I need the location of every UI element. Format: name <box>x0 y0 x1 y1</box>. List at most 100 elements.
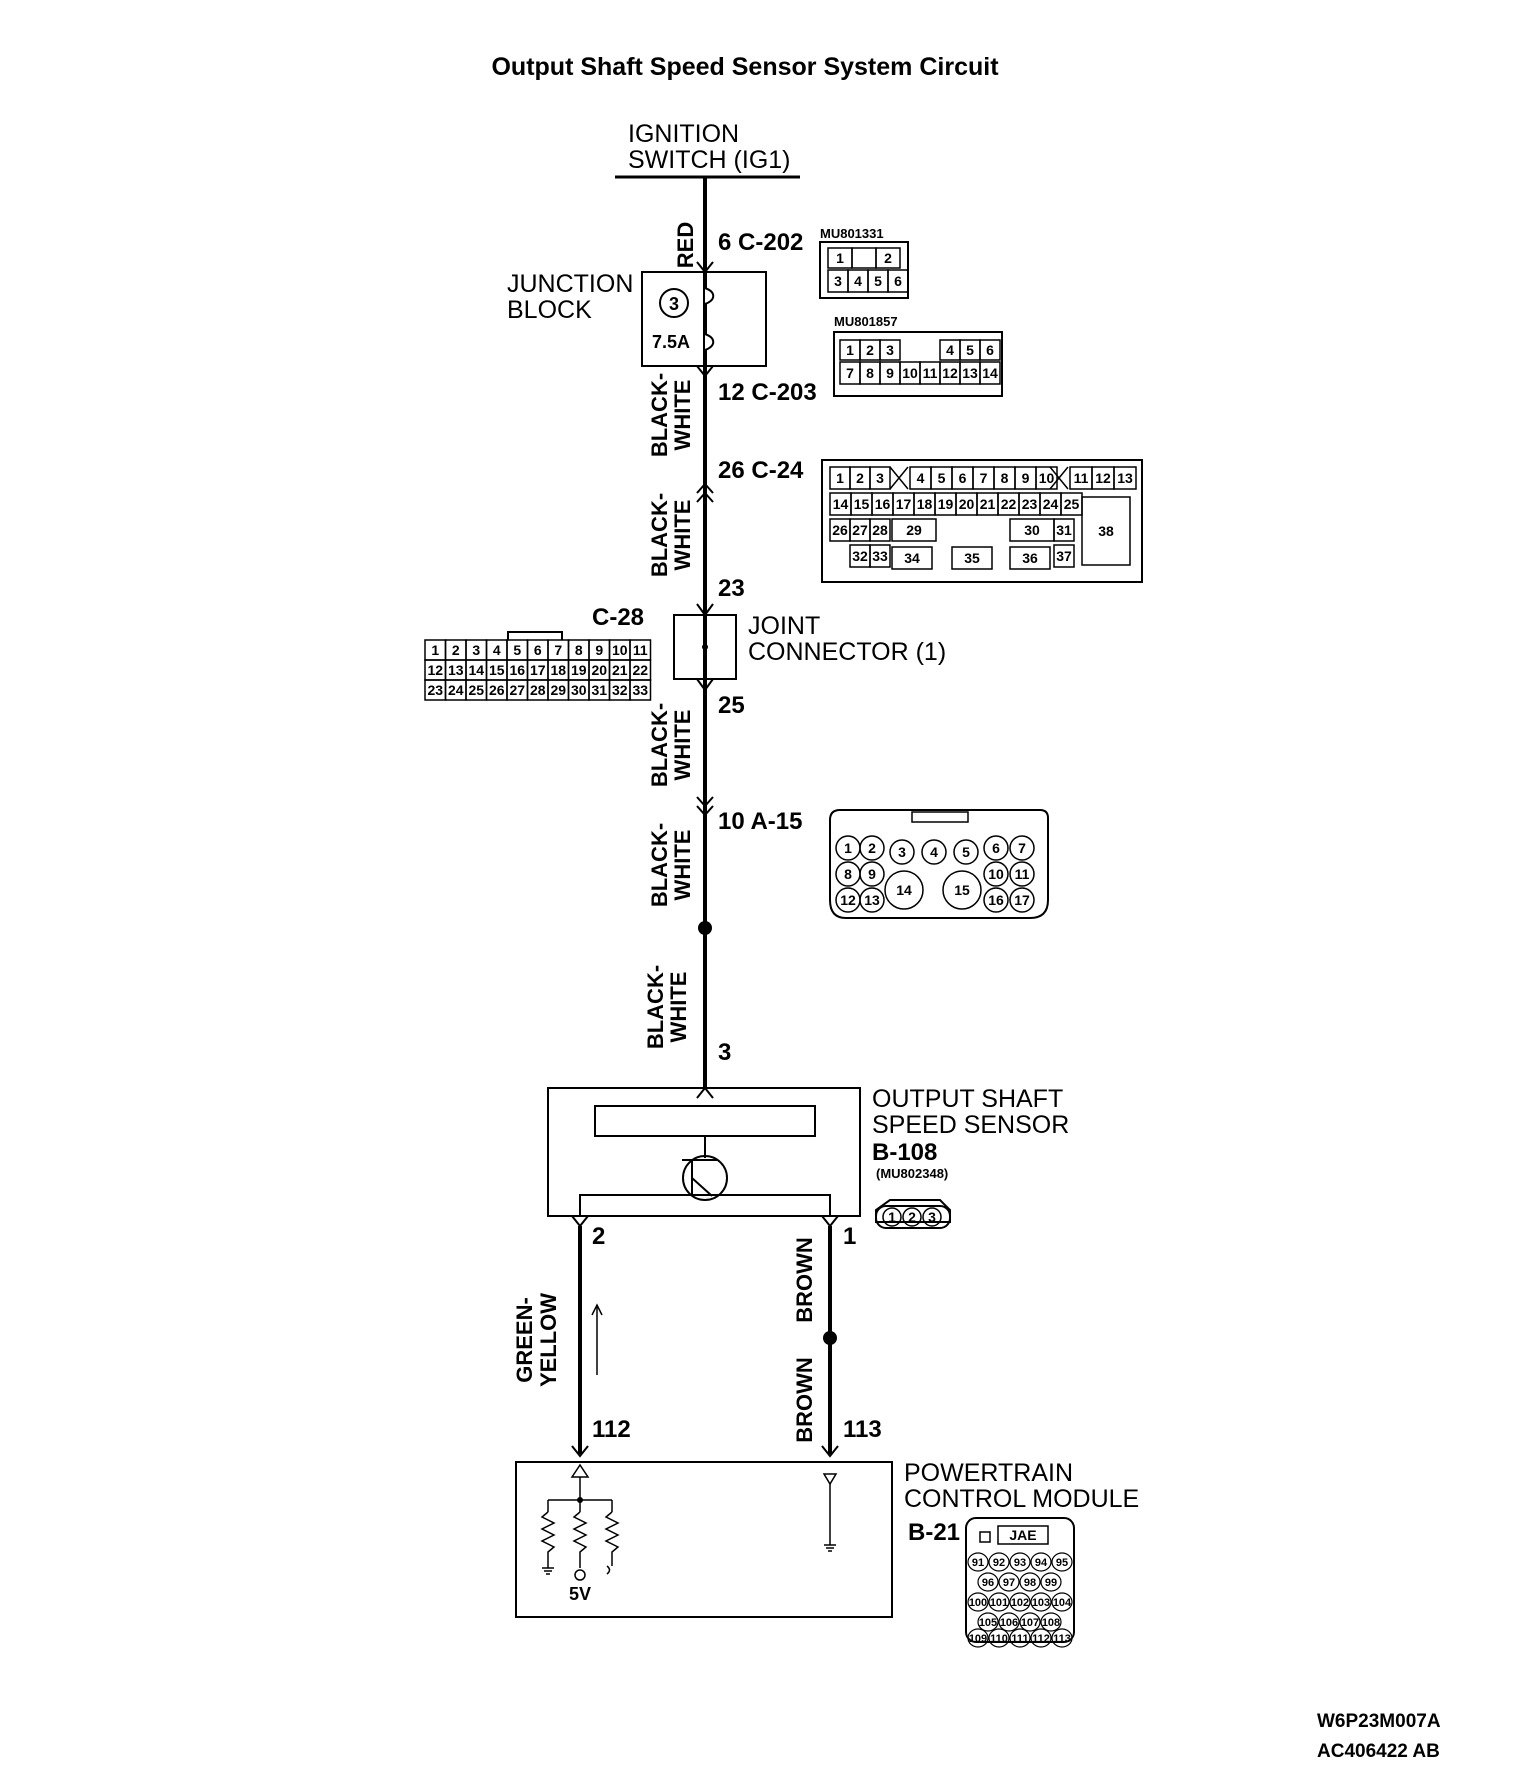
pin-cell <box>1053 544 1075 568</box>
joint-connector-label-line1: JOINT <box>748 612 820 640</box>
pin-1: 1 <box>843 1223 856 1250</box>
pin-number: 91 <box>972 1557 984 1569</box>
pin-circle <box>1009 861 1035 887</box>
pin-number: 31 <box>1056 522 1072 538</box>
pin-number: 5 <box>938 470 946 486</box>
pin-circle <box>884 870 924 910</box>
wire-color-bw-1b: WHITE <box>670 380 695 451</box>
pin-cell <box>979 361 1001 385</box>
pin-number: 23 <box>427 682 443 698</box>
pin-cell <box>891 546 933 570</box>
pin-number: 10 <box>988 866 1004 882</box>
pin-number: 13 <box>864 892 880 908</box>
pin-number: 7 <box>980 470 988 486</box>
pin-number: 34 <box>904 550 920 566</box>
pin-cell <box>887 269 909 293</box>
sensor-connector-id: B-108 <box>872 1139 937 1166</box>
pcm-voltage: 5V <box>569 1584 591 1604</box>
pin-number: 9 <box>595 642 603 658</box>
pin-number: 5 <box>962 844 970 860</box>
pin-number: 35 <box>964 550 980 566</box>
pin-number: 11 <box>1015 866 1030 882</box>
pin-circle <box>983 861 1009 887</box>
pin-a15: 10 A-15 <box>718 808 803 835</box>
pin-number: 12 <box>427 662 443 678</box>
pin-circle <box>983 835 1009 861</box>
pin-number: 12 <box>942 365 958 381</box>
pin-number: 12 <box>1095 470 1111 486</box>
sensor-element <box>594 1105 816 1137</box>
pin-number: 16 <box>875 496 891 512</box>
pin-number: 108 <box>1042 1617 1060 1629</box>
pin-number: 15 <box>854 496 870 512</box>
pin-number: 1 <box>846 342 854 358</box>
fuse-number: 3 <box>669 294 679 314</box>
pin-number: 6 <box>959 470 967 486</box>
pin-circle <box>1030 1628 1052 1648</box>
pin-number: 13 <box>448 662 464 678</box>
pin-number: 3 <box>928 1209 936 1225</box>
c28-latch <box>507 631 563 640</box>
pin-number: 112 <box>1032 1633 1050 1645</box>
pin-number: 36 <box>1022 550 1038 566</box>
pin-number: 30 <box>571 682 587 698</box>
wire-color-bw-5: BLACK- <box>643 965 668 1049</box>
pin-circle <box>1019 1572 1041 1592</box>
pin-circle <box>882 1207 902 1227</box>
pin-number: 4 <box>930 844 938 860</box>
wire-color-bw-1: BLACK- <box>647 373 672 457</box>
pin-cell <box>1009 546 1051 570</box>
fuse-number-circle <box>659 288 689 318</box>
b21-maker: JAE <box>1009 1527 1036 1543</box>
wire-color-bw-3: BLACK- <box>647 703 672 787</box>
pin-number: 20 <box>591 662 607 678</box>
pin-number: 1 <box>836 250 844 266</box>
pcm-box <box>515 1461 893 1618</box>
pin-number: 17 <box>1014 892 1030 908</box>
pin-number: 4 <box>946 342 954 358</box>
pin-number: 103 <box>1032 1597 1050 1609</box>
pin-number: 5 <box>874 273 882 289</box>
pin-cell <box>951 546 993 570</box>
pin-number: 3 <box>898 844 906 860</box>
pin-number: 93 <box>1014 1557 1026 1569</box>
wire-color-bw-2b: WHITE <box>670 500 695 571</box>
pin-circle <box>998 1612 1020 1632</box>
pin-number: 38 <box>1098 523 1114 539</box>
pin-112: 112 <box>592 1416 631 1443</box>
mu801857-label: MU801857 <box>834 314 898 329</box>
pin-cell <box>891 518 937 542</box>
wire-color-bw-2: BLACK- <box>647 493 672 577</box>
c28-label: C-28 <box>592 604 644 631</box>
pin-circle <box>977 1572 999 1592</box>
wire-color-gy-b: YELLOW <box>536 1293 561 1387</box>
pin-number: 25 <box>468 682 484 698</box>
pcm-connector-id: B-21 <box>908 1519 960 1546</box>
pin-circle <box>859 861 885 887</box>
pin-cell <box>1081 496 1131 566</box>
pin-number: 101 <box>990 1597 1008 1609</box>
pin-circle <box>921 839 947 865</box>
pin-number: 98 <box>1024 1577 1036 1589</box>
pin-number: 102 <box>1011 1597 1029 1609</box>
pin-number: 24 <box>448 682 464 698</box>
sensor-part-number: (MU802348) <box>876 1166 948 1181</box>
pin-cell <box>1113 466 1137 490</box>
sensor-arrows <box>571 1215 839 1228</box>
pin-number: 10 <box>902 365 918 381</box>
pin-number: 4 <box>493 642 501 658</box>
pin-number: 37 <box>1056 548 1072 564</box>
pin-circle <box>967 1592 989 1612</box>
pin-number: 106 <box>1000 1617 1018 1629</box>
pin-cell <box>875 247 901 269</box>
pin-number: 13 <box>962 365 978 381</box>
pin-number: 96 <box>982 1577 994 1589</box>
pin-cell <box>979 339 1001 361</box>
splice-dot <box>698 921 712 935</box>
pin-number: 1 <box>836 470 844 486</box>
transistor-symbol <box>682 1159 718 1197</box>
pin-number: 16 <box>988 892 1004 908</box>
